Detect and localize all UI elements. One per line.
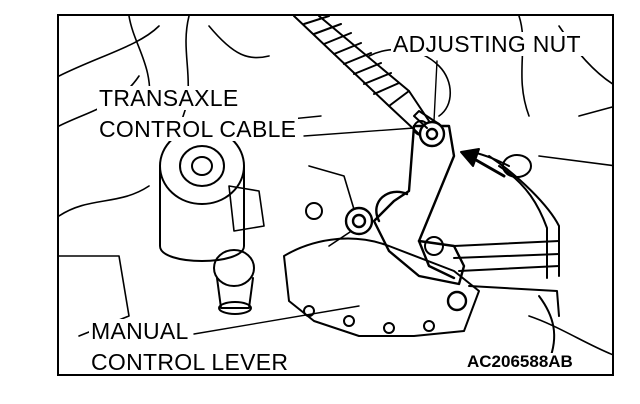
diagram-frame: ADJUSTING NUT TRANSAXLE CONTROL CABLE MA… bbox=[57, 14, 614, 376]
adjusting-nut-label: ADJUSTING NUT bbox=[391, 31, 583, 57]
manual-control-lever-shape bbox=[344, 120, 468, 312]
transaxle-case bbox=[283, 202, 480, 337]
transaxle-label-line2: CONTROL CABLE bbox=[97, 116, 299, 142]
right-bracket-lines bbox=[453, 155, 560, 362]
manual-label-line2: CONTROL LEVER bbox=[89, 349, 291, 375]
transaxle-illustration bbox=[59, 16, 612, 362]
manual-label-line1: MANUAL bbox=[89, 318, 191, 344]
adjusting-nut-arrow bbox=[460, 148, 506, 178]
engine-mount bbox=[159, 127, 245, 262]
background-engine-lines bbox=[59, 16, 612, 356]
lower-knob bbox=[213, 249, 255, 315]
figure-code: AC206588AB bbox=[465, 352, 575, 371]
transaxle-label-line1: TRANSAXLE bbox=[97, 85, 241, 111]
